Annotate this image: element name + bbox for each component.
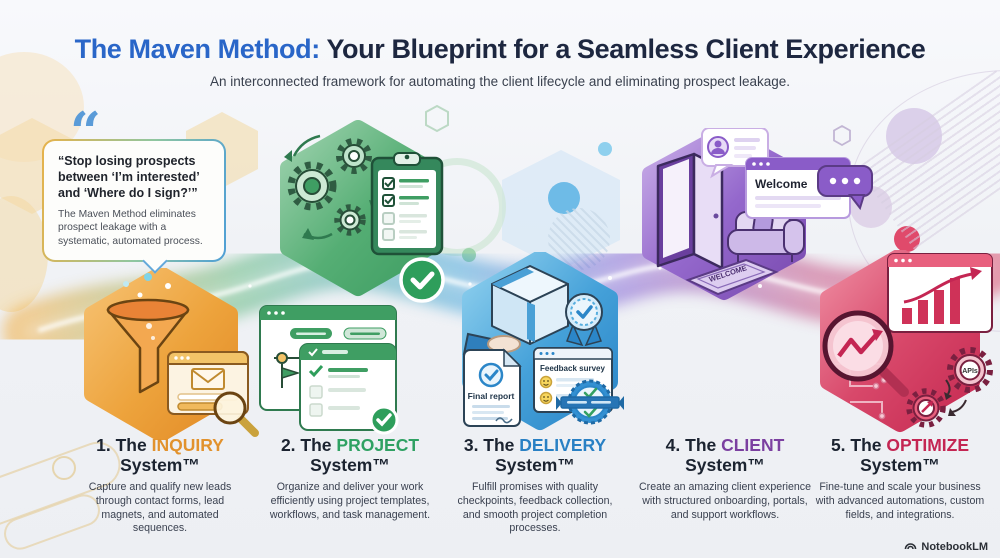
title-rest: Your Blueprint for a Seamless Client Exp…	[319, 34, 926, 64]
system-description-client: Create an amazing client experience with…	[639, 481, 811, 521]
system-column-optimize: 5. The OPTIMIZE System™ Fine-tune and sc…	[805, 435, 995, 522]
quote-mark-icon: “	[70, 100, 102, 164]
system-title-client: 4. The CLIENT System™	[665, 435, 785, 475]
quote-bubble: “ “Stop losing prospects between ‘I’m in…	[42, 105, 226, 274]
footer-brand-label: NotebookLM	[921, 540, 988, 553]
system-column-client: 4. The CLIENT System™ Create an amazing …	[630, 435, 820, 522]
page-title: The Maven Method: Your Blueprint for a S…	[0, 34, 1000, 65]
system-title-inquiry: 1. The INQUIRY System™	[96, 435, 224, 475]
keyword-inquiry: INQUIRY	[151, 435, 224, 455]
footer-brand: NotebookLM	[904, 540, 988, 553]
system-title-project: 2. The PROJECT System™	[280, 435, 420, 475]
system-title-delivery: 3. The DELIVERY System™	[463, 435, 607, 475]
system-description-inquiry: Capture and qualify new leads through co…	[88, 481, 232, 535]
system-description-project: Organize and deliver your work efficient…	[269, 481, 431, 521]
title-accent: The Maven Method:	[74, 34, 321, 64]
header: The Maven Method: Your Blueprint for a S…	[0, 34, 1000, 89]
system-column-delivery: 3. The DELIVERY System™ Fulfill promises…	[440, 435, 630, 536]
keyword-delivery: DELIVERY	[519, 435, 607, 455]
keyword-client: CLIENT	[721, 435, 785, 455]
keyword-project: PROJECT	[336, 435, 420, 455]
system-description-delivery: Fulfill promises with quality checkpoint…	[457, 481, 613, 535]
page-subtitle: An interconnected framework for automati…	[209, 74, 791, 89]
quote-headline: “Stop losing prospects between ‘I’m inte…	[58, 154, 200, 200]
keyword-optimize: OPTIMIZE	[886, 435, 970, 455]
system-column-project: 2. The PROJECT System™ Organize and deli…	[255, 435, 445, 522]
system-description-optimize: Fine-tune and scale your business with a…	[815, 481, 985, 521]
system-title-optimize: 5. The OPTIMIZE System™	[830, 435, 970, 475]
system-column-inquiry: 1. The INQUIRY System™ Capture and quali…	[65, 435, 255, 536]
notebooklm-logo-icon	[905, 543, 917, 550]
quote-body: The Maven Method eliminates prospect lea…	[58, 209, 203, 247]
